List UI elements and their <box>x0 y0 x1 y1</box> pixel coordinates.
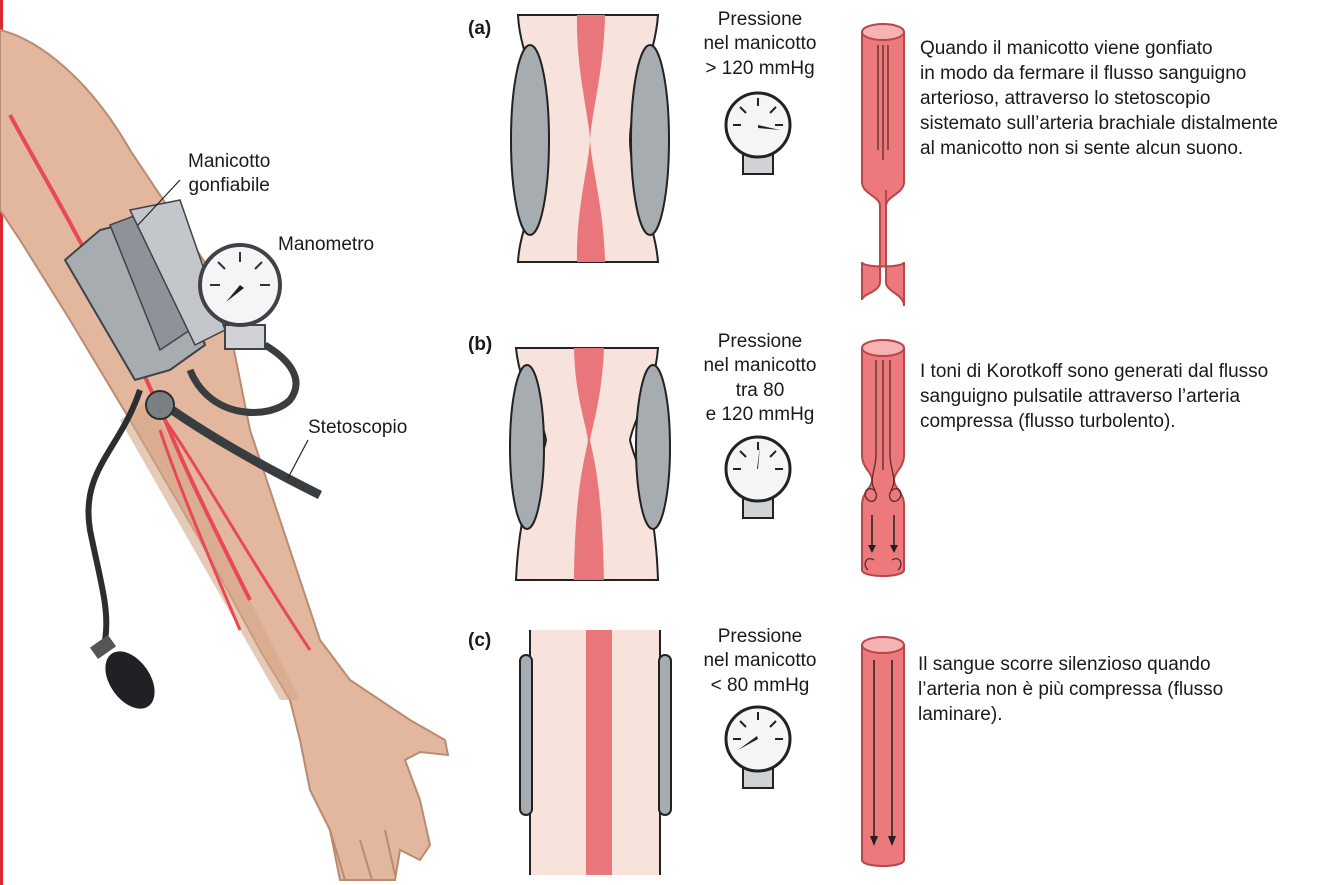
cuff-label-line-1: Manicotto <box>188 150 270 174</box>
panel-c-pressure: Pressione nel manicotto < 80 mmHg <box>690 625 830 698</box>
panel-c-description-line-1: Il sangue scorre silenzioso quando <box>918 652 1223 677</box>
panel-b-description-line-2: sanguigno pulsatile attraverso l’arteria <box>920 384 1268 409</box>
panel-a-pressure-line-2: nel manicotto <box>690 32 830 56</box>
panel-b-pressure-line-1: Pressione <box>690 330 830 354</box>
panel-a-gauge <box>726 93 790 174</box>
panel-c-description: Il sangue scorre silenzioso quando l’art… <box>918 652 1223 727</box>
panel-a-description-line-4: sistemato sull’arteria brachiale distalm… <box>920 111 1278 136</box>
panel-b-pressure: Pressione nel manicotto tra 80 e 120 mmH… <box>690 330 830 427</box>
panel-a-description: Quando il manicotto viene gonfiato in mo… <box>920 36 1278 161</box>
panel-c-vessel <box>862 637 904 866</box>
panel-a-pressure-line-1: Pressione <box>690 8 830 32</box>
cuff-label-line-2: gonfiabile <box>188 174 270 198</box>
cuff-label: Manicotto gonfiabile <box>188 150 270 199</box>
panel-b-gauge <box>726 437 790 518</box>
panel-a-pressure-line-3: > 120 mmHg <box>690 57 830 81</box>
panel-a-description-line-2: in modo da fermare il flusso sanguigno <box>920 61 1278 86</box>
panel-b-description-line-1: I toni di Korotkoff sono generati dal fl… <box>920 359 1268 384</box>
stethoscope-leader <box>288 440 308 478</box>
panel-b-letter: (b) <box>468 334 492 356</box>
panel-c-cross-section <box>520 630 671 875</box>
panel-c-pressure-line-2: nel manicotto <box>690 649 830 673</box>
panel-b-vessel <box>862 340 904 576</box>
panel-a-description-line-3: arterioso, attraverso lo stetoscopio <box>920 86 1278 111</box>
panel-a-description-line-5: al manicotto non si sente alcun suono. <box>920 136 1278 161</box>
panel-b-pressure-line-2: nel manicotto <box>690 354 830 378</box>
panel-a-cross-section <box>511 15 669 262</box>
manometer-label: Manometro <box>278 233 374 257</box>
panel-c-description-line-3: laminare). <box>918 702 1223 727</box>
panel-c-description-line-2: l’arteria non è più compressa (flusso <box>918 677 1223 702</box>
panel-c-pressure-line-1: Pressione <box>690 625 830 649</box>
panel-a-description-line-1: Quando il manicotto viene gonfiato <box>920 36 1278 61</box>
panel-a-letter: (a) <box>468 18 491 40</box>
panel-c-pressure-line-3: < 80 mmHg <box>690 674 830 698</box>
stethoscope-label: Stetoscopio <box>308 416 407 440</box>
panel-b-cross-section <box>510 348 670 580</box>
stethoscope-head <box>146 391 174 419</box>
panel-c-gauge <box>726 707 790 788</box>
panel-illustrations <box>500 0 920 885</box>
panel-b-description-line-3: compressa (flusso turbolento). <box>920 409 1268 434</box>
panel-b-pressure-line-4: e 120 mmHg <box>690 403 830 427</box>
panel-b-description: I toni di Korotkoff sono generati dal fl… <box>920 359 1268 434</box>
panel-a-vessel <box>862 24 904 310</box>
panel-b-pressure-line-3: tra 80 <box>690 379 830 403</box>
arm-illustration <box>0 0 460 885</box>
panel-c-letter: (c) <box>468 630 491 652</box>
panel-a-pressure: Pressione nel manicotto > 120 mmHg <box>690 8 830 81</box>
